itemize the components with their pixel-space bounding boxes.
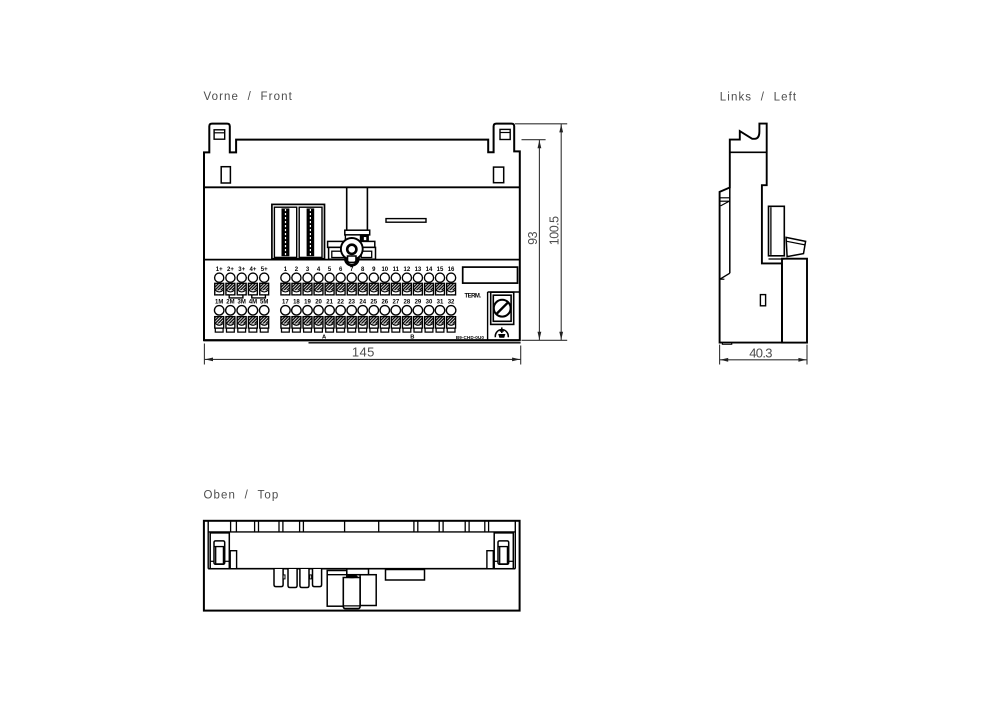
svg-text:40.3: 40.3 bbox=[749, 346, 773, 361]
svg-text:145: 145 bbox=[352, 344, 375, 359]
svg-text:6: 6 bbox=[339, 267, 343, 273]
svg-text:16: 16 bbox=[448, 267, 455, 273]
svg-text:4: 4 bbox=[317, 267, 321, 273]
svg-text:2M: 2M bbox=[226, 300, 234, 306]
svg-text:TERM.: TERM. bbox=[465, 293, 482, 299]
svg-text:29: 29 bbox=[415, 300, 422, 306]
svg-text:20: 20 bbox=[315, 300, 322, 306]
svg-text:1M: 1M bbox=[215, 300, 223, 306]
svg-text:23: 23 bbox=[348, 300, 355, 306]
svg-text:7: 7 bbox=[350, 267, 354, 273]
svg-text:11: 11 bbox=[393, 267, 400, 273]
svg-text:26: 26 bbox=[381, 300, 388, 306]
svg-text:Oben / Top: Oben / Top bbox=[204, 490, 280, 502]
svg-text:25: 25 bbox=[370, 300, 377, 306]
svg-text:15: 15 bbox=[437, 267, 444, 273]
svg-text:1+: 1+ bbox=[216, 267, 223, 273]
svg-text:8: 8 bbox=[361, 267, 365, 273]
svg-text:14: 14 bbox=[426, 267, 433, 273]
svg-text:28: 28 bbox=[404, 300, 411, 306]
svg-text:Vorne / Front: Vorne / Front bbox=[204, 91, 293, 103]
svg-text:13: 13 bbox=[415, 267, 422, 273]
svg-text:32: 32 bbox=[448, 300, 455, 306]
svg-text:3: 3 bbox=[306, 267, 310, 273]
svg-text:10: 10 bbox=[381, 267, 388, 273]
svg-text:Links / Left: Links / Left bbox=[720, 91, 797, 103]
svg-text:22: 22 bbox=[337, 300, 344, 306]
svg-text:31: 31 bbox=[437, 300, 444, 306]
svg-text:18: 18 bbox=[293, 300, 300, 306]
svg-text:4M: 4M bbox=[249, 300, 257, 306]
svg-text:B9-CHD-0U0: B9-CHD-0U0 bbox=[456, 335, 484, 340]
svg-text:4+: 4+ bbox=[250, 267, 257, 273]
svg-text:2: 2 bbox=[295, 267, 299, 273]
svg-text:12: 12 bbox=[404, 267, 411, 273]
svg-text:100.5: 100.5 bbox=[548, 216, 562, 246]
svg-text:17: 17 bbox=[282, 300, 289, 306]
svg-text:9: 9 bbox=[372, 267, 376, 273]
svg-text:B: B bbox=[410, 334, 414, 340]
svg-text:27: 27 bbox=[393, 300, 400, 306]
svg-text:24: 24 bbox=[359, 300, 366, 306]
svg-text:93: 93 bbox=[526, 231, 540, 245]
svg-text:30: 30 bbox=[426, 300, 433, 306]
svg-text:21: 21 bbox=[326, 300, 333, 306]
svg-text:19: 19 bbox=[304, 300, 311, 306]
svg-text:1: 1 bbox=[284, 267, 288, 273]
svg-text:5: 5 bbox=[328, 267, 332, 273]
svg-text:5M: 5M bbox=[260, 300, 268, 306]
svg-text:5+: 5+ bbox=[261, 267, 268, 273]
svg-text:A: A bbox=[322, 334, 327, 340]
svg-text:3M: 3M bbox=[238, 300, 246, 306]
svg-text:3+: 3+ bbox=[238, 267, 245, 273]
svg-text:2+: 2+ bbox=[227, 267, 234, 273]
